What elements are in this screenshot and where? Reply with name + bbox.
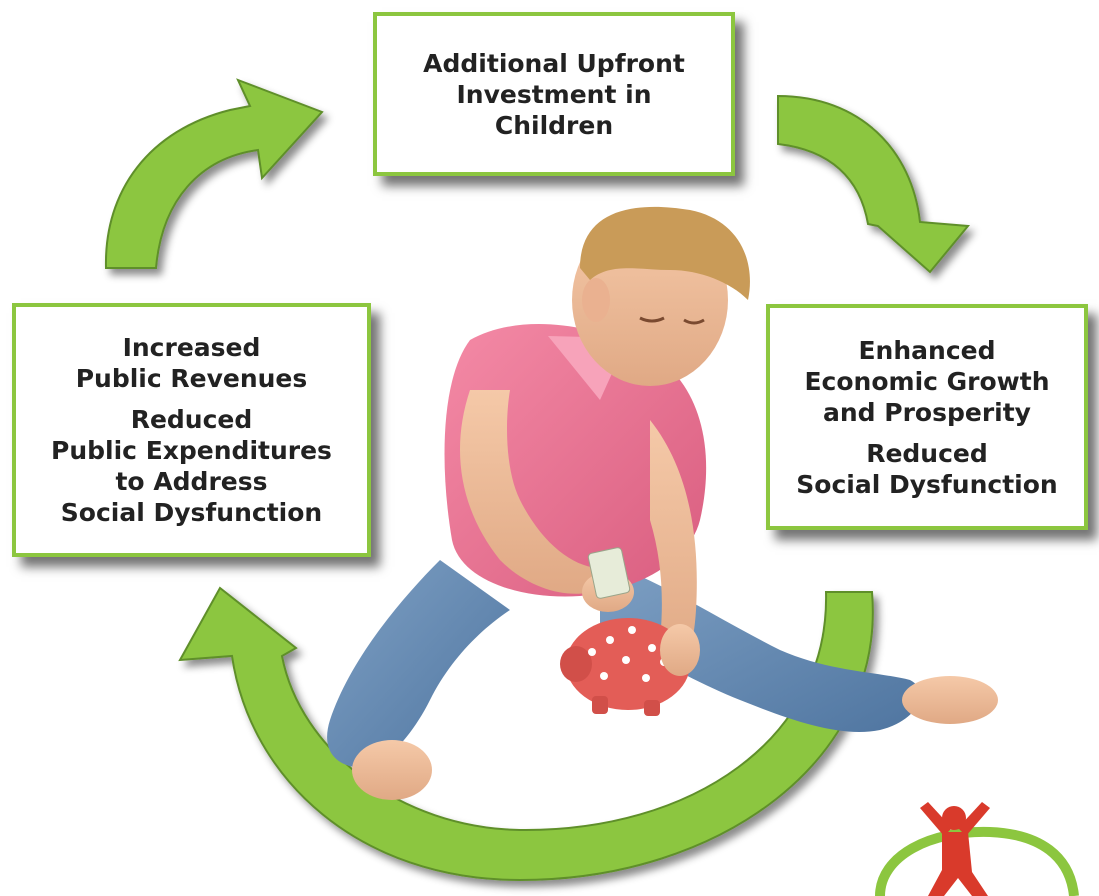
box-left-line-5: to Address	[115, 467, 267, 496]
box-right-line-5: Social Dysfunction	[796, 470, 1057, 499]
box-top-text: Additional Upfront Investment in Childre…	[423, 48, 685, 141]
box-right-line-4: Reduced	[866, 439, 988, 468]
box-right-line-2: Economic Growth	[804, 367, 1049, 396]
box-left-line-4: Public Expenditures	[51, 436, 332, 465]
box-left-line-1: Increased	[123, 333, 261, 362]
box-top-line-3: Children	[495, 111, 613, 140]
box-increased-public-revenues: Increased Public Revenues Reduced Public…	[12, 303, 371, 557]
box-left-line-2: Public Revenues	[76, 364, 308, 393]
box-left-paragraph-1: Increased Public Revenues	[76, 332, 308, 394]
jumping-figure-logo-icon	[880, 802, 1074, 896]
arrow-bottom-icon	[180, 588, 873, 880]
box-right-line-1: Enhanced	[858, 336, 995, 365]
box-right-paragraph-2: Reduced Social Dysfunction	[796, 438, 1057, 500]
arrow-top-right-icon	[778, 96, 968, 272]
box-top-line-1: Additional Upfront	[423, 49, 685, 78]
box-left-line-6: Social Dysfunction	[61, 498, 322, 527]
arrow-top-left-icon	[106, 80, 322, 268]
box-left-line-3: Reduced	[131, 405, 253, 434]
box-enhanced-economic-growth: Enhanced Economic Growth and Prosperity …	[766, 304, 1088, 530]
box-left-paragraph-2: Reduced Public Expenditures to Address S…	[51, 404, 332, 528]
box-right-paragraph-1: Enhanced Economic Growth and Prosperity	[804, 335, 1049, 428]
box-top-line-2: Investment in	[456, 80, 651, 109]
box-additional-upfront-investment: Additional Upfront Investment in Childre…	[373, 12, 735, 176]
box-right-line-3: and Prosperity	[823, 398, 1031, 427]
